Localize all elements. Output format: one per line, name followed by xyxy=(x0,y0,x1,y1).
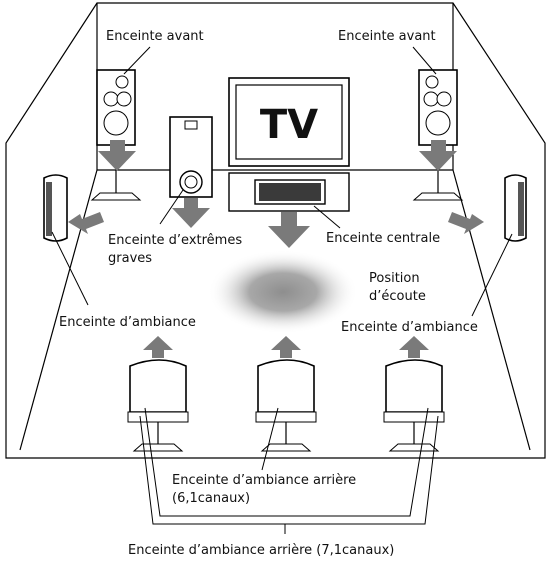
label-surround-right: Enceinte d’ambiance xyxy=(341,320,478,335)
arrow-rear-left xyxy=(143,336,173,358)
tv-icon: TV xyxy=(228,77,350,167)
arrow-subwoofer xyxy=(172,198,210,228)
arrow-front-right xyxy=(419,140,457,171)
tv-label: TV xyxy=(260,102,318,148)
label-surround-back-71: Enceinte d’ambiance arrière (7,1canaux) xyxy=(128,543,394,558)
label-subwoofer-line2: graves xyxy=(108,251,152,266)
front-left-speaker-icon xyxy=(90,69,142,201)
bracket-61 xyxy=(144,407,429,517)
leader-front-right xyxy=(412,46,437,75)
arrow-rear-right xyxy=(399,336,429,358)
arrow-surround-right xyxy=(448,212,484,234)
label-front-left: Enceinte avant xyxy=(106,29,204,44)
room-outline xyxy=(5,2,546,459)
arrow-surround-left xyxy=(68,212,104,234)
rear-left-speaker-icon xyxy=(127,359,189,452)
label-listening-line1: Position xyxy=(369,271,420,286)
label-subwoofer-line1: Enceinte d’extrêmes xyxy=(108,233,242,248)
front-right-speaker-icon xyxy=(412,69,464,201)
bracket-71 xyxy=(139,415,439,525)
leader-surround-left xyxy=(51,231,89,306)
arrow-front-left xyxy=(98,140,136,171)
label-surround-left: Enceinte d’ambiance xyxy=(59,315,196,330)
label-surround-back-61-line1: Enceinte d’ambiance arrière xyxy=(172,473,356,488)
leader-center xyxy=(313,205,341,229)
label-center: Enceinte centrale xyxy=(326,231,440,246)
subwoofer-icon xyxy=(169,116,213,198)
center-speaker-icon xyxy=(228,172,350,212)
leader-subwoofer xyxy=(159,189,184,225)
arrow-rear-center xyxy=(271,336,301,358)
leader-rear-center xyxy=(261,407,279,471)
rear-center-speaker-icon xyxy=(255,359,317,452)
leader-front-left xyxy=(123,46,151,75)
listening-position-spot xyxy=(208,250,358,334)
surround-right-speaker-icon xyxy=(504,174,527,242)
rear-right-speaker-icon xyxy=(383,359,445,452)
label-listening-line2: d’écoute xyxy=(369,289,426,304)
arrow-center xyxy=(268,212,310,248)
label-surround-back-61-line2: (6,1canaux) xyxy=(172,491,250,506)
leader-surround-right xyxy=(471,233,513,317)
surround-left-speaker-icon xyxy=(43,174,68,242)
label-front-right: Enceinte avant xyxy=(338,29,436,44)
